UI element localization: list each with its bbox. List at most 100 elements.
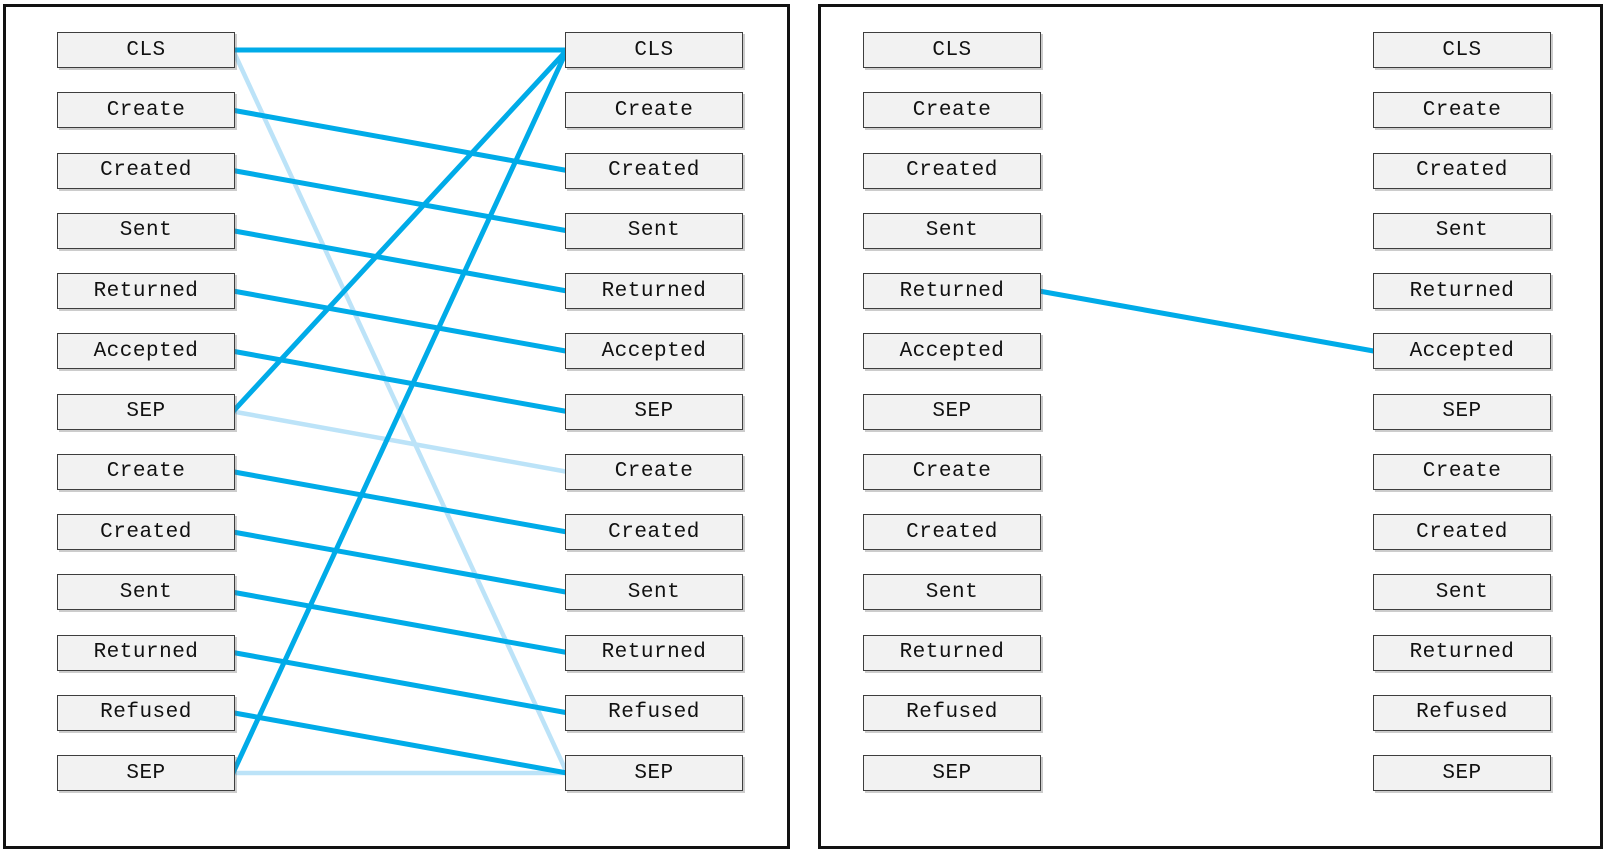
- token-label: Sent: [1435, 580, 1489, 604]
- token-box: Sent: [565, 212, 743, 249]
- token-label: SEP: [1442, 400, 1482, 423]
- token-label: Sent: [627, 580, 681, 604]
- token-label: Returned: [1409, 641, 1515, 664]
- token-box: Accepted: [565, 333, 743, 370]
- token-box: Refused: [863, 694, 1041, 731]
- token-box: Create: [57, 92, 235, 129]
- token-label: Create: [912, 98, 992, 122]
- token-label: SEP: [634, 761, 674, 785]
- token-label: Sent: [627, 219, 681, 243]
- token-box: Create: [57, 453, 235, 490]
- token-label: Create: [614, 460, 694, 484]
- token-label: Created: [100, 159, 192, 182]
- token-label: Accepted: [899, 339, 1005, 363]
- token-label: SEP: [932, 400, 972, 423]
- token-box: Sent: [565, 574, 743, 611]
- token-box: Refused: [57, 694, 235, 731]
- token-label: Created: [608, 520, 700, 544]
- token-box: Create: [1373, 453, 1551, 490]
- token-box: Create: [565, 453, 743, 490]
- token-box: Returned: [565, 273, 743, 309]
- token-box: CLS: [863, 32, 1041, 68]
- token-box: SEP: [863, 393, 1041, 430]
- token-box: Returned: [1373, 634, 1551, 671]
- token-box: Create: [863, 453, 1041, 490]
- token-label: Create: [106, 460, 186, 484]
- token-label: Accepted: [601, 339, 707, 363]
- token-label: Refused: [906, 701, 998, 725]
- token-box: Created: [863, 514, 1041, 550]
- token-label: Accepted: [1409, 339, 1515, 363]
- token-label: Returned: [1409, 279, 1515, 303]
- token-box: SEP: [57, 393, 235, 430]
- token-label: CLS: [634, 38, 674, 62]
- token-label: Created: [906, 159, 998, 182]
- token-label: Returned: [93, 279, 199, 303]
- token-label: Returned: [601, 641, 707, 664]
- token-box: Accepted: [57, 333, 235, 370]
- token-box: SEP: [1373, 755, 1551, 791]
- token-label: Returned: [93, 641, 199, 664]
- token-label: Sent: [1435, 219, 1489, 243]
- token-label: Created: [608, 159, 700, 182]
- token-box: Created: [863, 152, 1041, 189]
- token-box: Created: [1373, 514, 1551, 550]
- token-box: Create: [1373, 92, 1551, 129]
- token-label: Refused: [1416, 701, 1508, 725]
- token-label: CLS: [126, 38, 166, 62]
- token-label: Sent: [119, 219, 173, 243]
- token-box: Sent: [1373, 574, 1551, 611]
- token-box: Returned: [57, 273, 235, 309]
- token-box: SEP: [57, 755, 235, 791]
- token-label: Created: [1416, 159, 1508, 182]
- token-box: Create: [565, 92, 743, 129]
- token-box: Created: [565, 514, 743, 550]
- token-box: Sent: [57, 212, 235, 249]
- token-label: Sent: [119, 580, 173, 604]
- token-box: Refused: [1373, 694, 1551, 731]
- token-box: Accepted: [863, 333, 1041, 370]
- token-label: Returned: [899, 279, 1005, 303]
- token-box: SEP: [863, 755, 1041, 791]
- token-box: CLS: [565, 32, 743, 68]
- token-box: Returned: [565, 634, 743, 671]
- token-label: Created: [906, 520, 998, 544]
- token-label: Refused: [608, 701, 700, 725]
- token-label: SEP: [126, 761, 166, 785]
- token-label: Refused: [100, 701, 192, 725]
- token-label: Returned: [899, 641, 1005, 664]
- token-label: Create: [106, 98, 186, 122]
- token-label: Create: [912, 460, 992, 484]
- token-box: CLS: [57, 32, 235, 68]
- token-box: Returned: [863, 273, 1041, 309]
- token-box: Created: [57, 152, 235, 189]
- token-label: Accepted: [93, 339, 199, 363]
- token-label: Sent: [925, 219, 979, 243]
- token-label: SEP: [1442, 761, 1482, 785]
- token-label: Created: [100, 520, 192, 544]
- token-box: Returned: [57, 634, 235, 671]
- token-label: Created: [1416, 520, 1508, 544]
- token-label: CLS: [1442, 38, 1482, 62]
- token-box: Sent: [1373, 212, 1551, 249]
- token-box: SEP: [565, 393, 743, 430]
- token-box: Sent: [863, 574, 1041, 611]
- token-label: Sent: [925, 580, 979, 604]
- token-box: SEP: [1373, 393, 1551, 430]
- token-box: Create: [863, 92, 1041, 129]
- token-label: Create: [1422, 460, 1502, 484]
- token-box: Returned: [863, 634, 1041, 671]
- token-label: SEP: [634, 400, 674, 423]
- token-box: CLS: [1373, 32, 1551, 68]
- token-label: Returned: [601, 279, 707, 303]
- token-box: Accepted: [1373, 333, 1551, 370]
- token-box: Created: [565, 152, 743, 189]
- token-label: SEP: [126, 400, 166, 423]
- token-box: Refused: [565, 694, 743, 731]
- token-box: Created: [57, 514, 235, 550]
- token-label: Create: [614, 98, 694, 122]
- token-label: Create: [1422, 98, 1502, 122]
- token-box: Created: [1373, 152, 1551, 189]
- token-label: CLS: [932, 38, 972, 62]
